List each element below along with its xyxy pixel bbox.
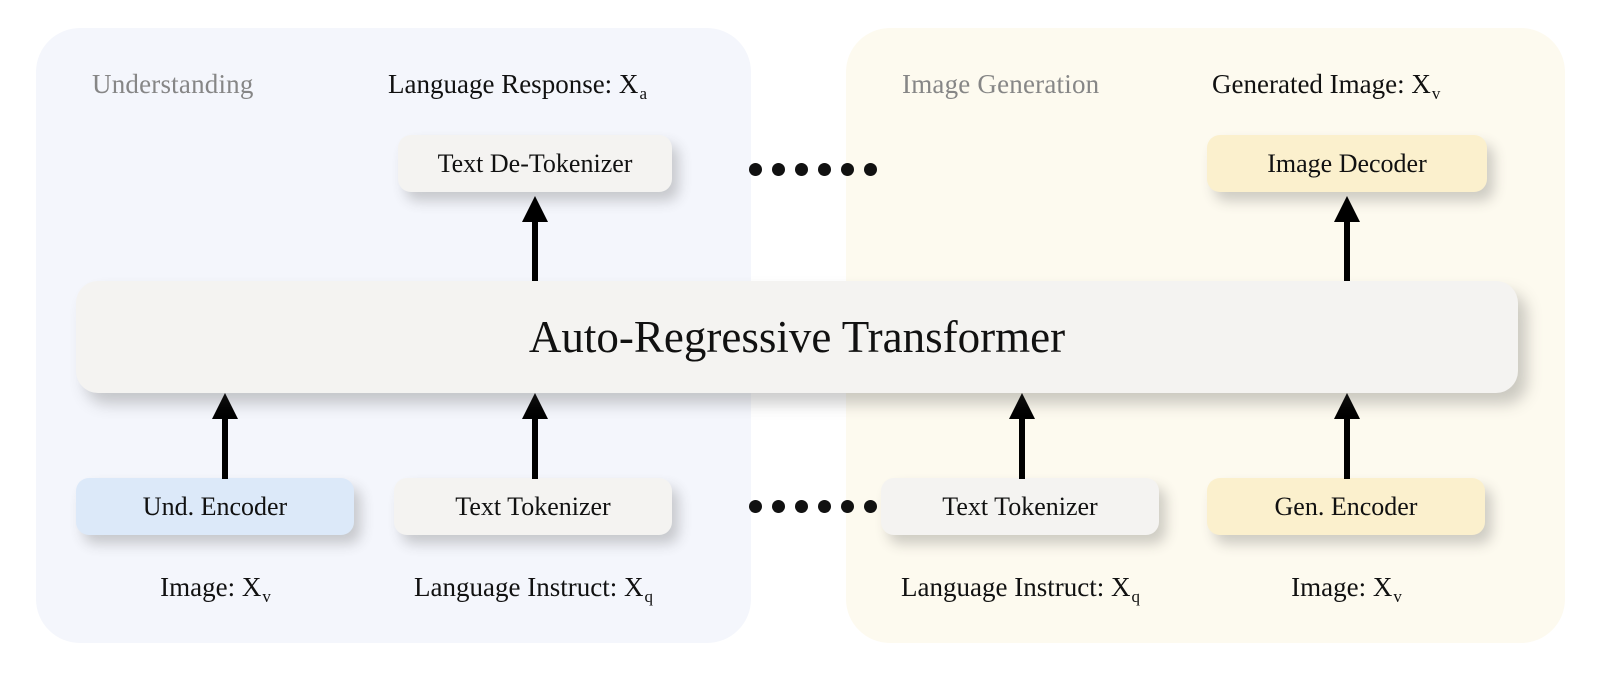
node-gen-encoder-label: Gen. Encoder [1274,491,1418,521]
label-language-instruct-und-text: Language Instruct: X [414,572,644,602]
arrow-transformer-to-image-decoder [1329,196,1365,282]
ellipsis-dot [818,500,831,513]
label-image-input-gen-text: Image: X [1291,572,1393,602]
arrow-und-encoder-to-transformer [207,393,243,479]
ellipsis-dot [841,163,854,176]
node-auto-regressive-transformer-label: Auto-Regressive Transformer [528,312,1066,362]
ellipsis-dot [841,500,854,513]
label-language-instruct-gen: Language Instruct: Xq [881,572,1159,606]
arrow-text-tokenizer-gen-to-transformer [1004,393,1040,479]
ellipsis-dot [772,163,785,176]
node-image-decoder[interactable]: Image Decoder [1207,135,1487,192]
node-und-encoder[interactable]: Und. Encoder [76,478,354,535]
label-generated-image: Generated Image: Xv [1212,69,1441,103]
ellipsis-dot [772,500,785,513]
ellipsis-dot [864,163,877,176]
node-und-encoder-label: Und. Encoder [142,491,288,521]
ellipsis-dot [795,163,808,176]
arrow-transformer-to-de-tokenizer [517,196,553,282]
node-text-tokenizer-und-label: Text Tokenizer [455,491,611,521]
ellipsis-dot [795,500,808,513]
ellipsis-dot [864,500,877,513]
label-language-instruct-und: Language Instruct: Xq [394,572,672,606]
label-language-instruct-und-sub: q [644,587,653,606]
panel-title-image-generation: Image Generation [902,69,1100,99]
node-text-tokenizer-gen[interactable]: Text Tokenizer [881,478,1159,535]
node-text-tokenizer-und[interactable]: Text Tokenizer [394,478,672,535]
label-language-response: Language Response: Xa [388,69,647,103]
node-image-decoder-label: Image Decoder [1267,148,1427,178]
panel-title-understanding: Understanding [92,69,254,99]
label-image-input-gen-sub: v [1393,587,1402,606]
ellipsis-top [749,163,877,176]
label-language-response-sub: a [639,84,647,103]
label-generated-image-text: Generated Image: X [1212,69,1431,99]
label-language-response-text: Language Response: X [388,69,639,99]
node-auto-regressive-transformer[interactable]: Auto-Regressive Transformer [76,281,1518,393]
label-language-instruct-gen-sub: q [1131,587,1140,606]
label-language-instruct-gen-text: Language Instruct: X [901,572,1131,602]
arrow-gen-encoder-to-transformer [1329,393,1365,479]
node-text-de-tokenizer[interactable]: Text De-Tokenizer [398,135,672,192]
node-gen-encoder[interactable]: Gen. Encoder [1207,478,1485,535]
label-image-input-und-text: Image: X [160,572,262,602]
label-image-input-und-sub: v [262,587,271,606]
ellipsis-dot [749,163,762,176]
arrow-text-tokenizer-und-to-transformer [517,393,553,479]
ellipsis-dot [749,500,762,513]
label-image-input-und: Image: Xv [76,572,354,606]
ellipsis-dot [818,163,831,176]
label-image-input-gen: Image: Xv [1207,572,1485,606]
node-text-de-tokenizer-label: Text De-Tokenizer [437,148,633,178]
ellipsis-bottom [749,500,877,513]
node-text-tokenizer-gen-label: Text Tokenizer [942,491,1098,521]
label-generated-image-sub: v [1431,84,1441,103]
